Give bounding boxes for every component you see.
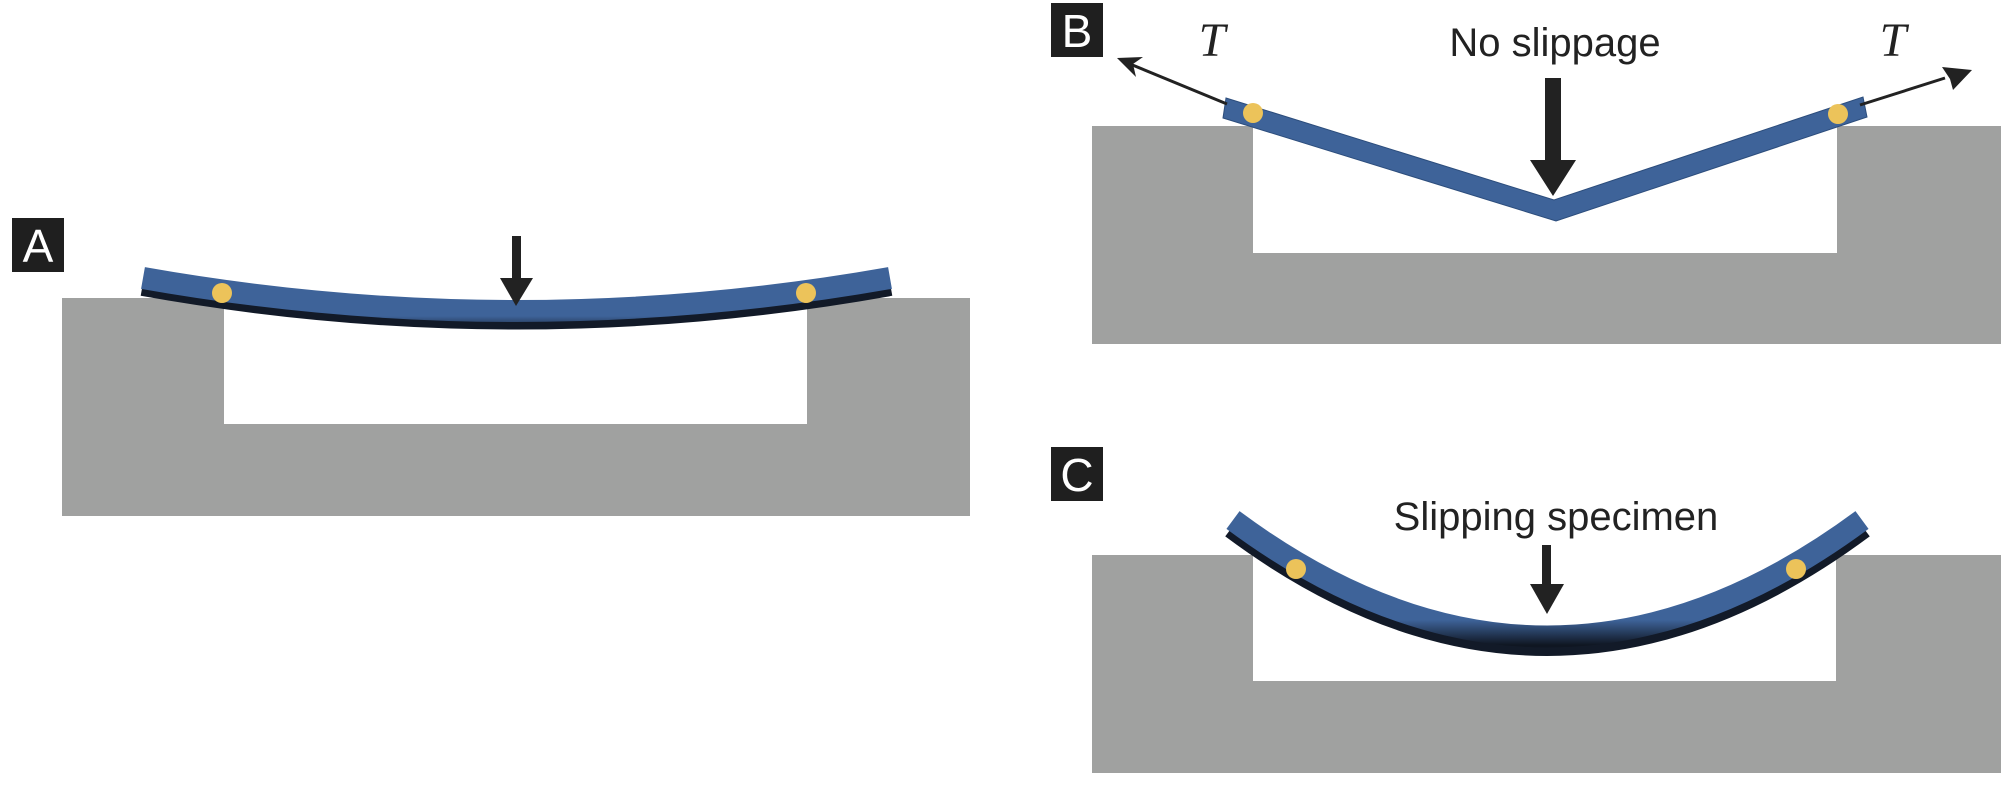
panel-a-label: A: [23, 220, 54, 272]
panel-b-marker-left: [1243, 103, 1263, 123]
panel-b-tension-arrowhead-right: [1942, 67, 1972, 90]
panel-a-marker-right: [796, 283, 816, 303]
panel-a-load-arrow: [500, 236, 533, 306]
panel-a-label-box: [12, 218, 64, 272]
panel-c: C Slipping specimen: [1051, 447, 2001, 773]
panel-b-fixture: [1092, 126, 2001, 344]
panel-b-tension-label-left: T: [1199, 14, 1229, 67]
panel-c-label: C: [1060, 449, 1093, 501]
panel-c-marker-left: [1286, 559, 1306, 579]
panel-c-label-box: [1051, 447, 1103, 501]
panel-c-fixture: [1092, 555, 2001, 773]
panel-b-caption: No slippage: [1449, 21, 1660, 65]
panel-b-tension-arrow-right: [1859, 76, 1946, 107]
panel-b-load-arrow: [1530, 78, 1576, 196]
panel-a-fixture: [62, 298, 970, 516]
panel-c-specimen: [1226, 511, 1869, 648]
panel-c-load-arrow: [1530, 545, 1564, 614]
panel-a-marker-left: [212, 283, 232, 303]
panel-b-tension-arrow-left: [1129, 62, 1228, 106]
panel-a: A: [12, 218, 970, 516]
panel-b-tension-label-right: T: [1880, 14, 1910, 67]
panel-c-caption: Slipping specimen: [1394, 495, 1719, 539]
panel-b-label-box: [1051, 3, 1103, 57]
panel-b-tension-arrowhead-left: [1117, 57, 1143, 77]
panel-b-marker-right: [1828, 104, 1848, 124]
panel-b: B T T No slippage: [1051, 3, 2001, 344]
panel-b-label: B: [1062, 5, 1093, 57]
panel-a-specimen: [141, 267, 892, 322]
panel-c-marker-right: [1786, 559, 1806, 579]
panel-b-specimen: [1222, 96, 1868, 222]
